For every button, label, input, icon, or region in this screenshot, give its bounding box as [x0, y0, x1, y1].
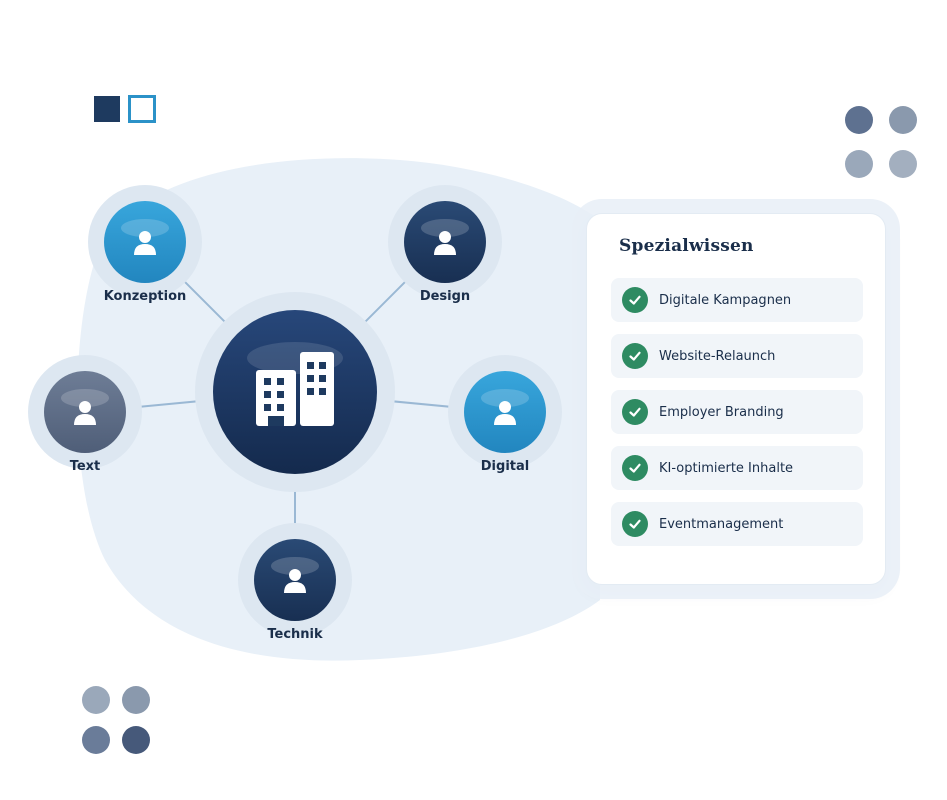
list-item-label: Website-Relaunch: [659, 348, 776, 364]
node-design: [388, 185, 502, 299]
list-item-label: Eventmanagement: [659, 516, 784, 532]
decor-dot: [122, 726, 150, 754]
node-technik: [238, 523, 352, 637]
list-item-label: Employer Branding: [659, 404, 784, 420]
card-title: Spezialwissen: [619, 236, 754, 256]
node-label-konzeption: Konzeption: [103, 289, 187, 304]
decor-square-outline: [128, 95, 156, 123]
decor-dot: [845, 106, 873, 134]
node-text: [28, 355, 142, 469]
check-icon: [622, 511, 648, 537]
decor-square-filled: [94, 96, 120, 122]
decor-dot: [122, 686, 150, 714]
person-icon: [284, 569, 306, 593]
decor-dot: [845, 150, 873, 178]
check-icon: [622, 455, 648, 481]
node-konzeption: [88, 185, 202, 299]
decor-dot: [82, 686, 110, 714]
node-label-text: Text: [69, 459, 101, 474]
decor-dot: [889, 150, 917, 178]
list-item-label: KI-optimierte Inhalte: [659, 460, 794, 476]
check-icon: [622, 343, 648, 369]
node-label-design: Design: [419, 289, 471, 304]
office-building-icon: [256, 352, 334, 426]
node-label-digital: Digital: [480, 459, 530, 474]
list-item: KI-optimierte Inhalte: [611, 446, 863, 490]
node-digital: [448, 355, 562, 469]
check-icon: [622, 399, 648, 425]
list-item: Employer Branding: [611, 390, 863, 434]
person-icon: [434, 231, 456, 255]
node-label-technik: Technik: [267, 627, 323, 642]
person-icon: [134, 231, 156, 255]
list-item: Website-Relaunch: [611, 334, 863, 378]
decor-dot: [82, 726, 110, 754]
person-icon: [74, 401, 96, 425]
decor-dot: [889, 106, 917, 134]
center-node: [195, 292, 395, 492]
list-item-label: Digitale Kampagnen: [659, 292, 792, 308]
list-item: Digitale Kampagnen: [611, 278, 863, 322]
check-icon: [622, 287, 648, 313]
person-icon: [494, 401, 516, 425]
list-item: Eventmanagement: [611, 502, 863, 546]
